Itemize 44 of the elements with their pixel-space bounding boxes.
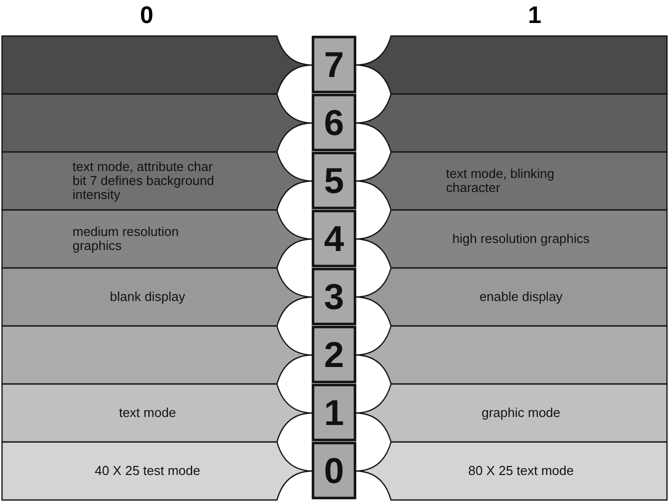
bit-box — [313, 269, 355, 324]
bit-number: 3 — [324, 278, 344, 314]
band-label: high resolution graphics — [452, 232, 590, 246]
band-label: medium resolution graphics — [72, 225, 180, 253]
register-band — [2, 268, 313, 326]
bit-box — [313, 37, 355, 92]
register-band — [2, 36, 313, 94]
register-band — [2, 384, 313, 442]
column-heading: 1 — [528, 2, 542, 30]
register-band — [355, 152, 667, 210]
bit-number: 6 — [324, 104, 344, 140]
bit-box — [313, 327, 355, 382]
bit-box — [313, 95, 355, 150]
register-band — [355, 36, 667, 94]
bit-box — [313, 211, 355, 266]
register-band — [355, 384, 667, 442]
column-heading: 0 — [140, 2, 154, 30]
register-band — [2, 94, 313, 152]
register-band — [355, 268, 667, 326]
band-label: text mode, blinking character — [446, 167, 556, 195]
register-band — [355, 326, 667, 384]
bit-box — [313, 443, 355, 498]
bit-number: 0 — [324, 452, 344, 488]
bit-box — [313, 385, 355, 440]
band-label: enable display — [479, 290, 563, 304]
register-band — [355, 442, 667, 500]
register-band — [2, 442, 313, 500]
band-label: blank display — [110, 290, 186, 304]
band-label: graphic mode — [482, 406, 560, 420]
bit-number: 1 — [324, 394, 344, 430]
register-band — [2, 152, 313, 210]
bit-number: 2 — [324, 336, 344, 372]
bit-number: 5 — [324, 162, 344, 198]
register-band — [355, 210, 667, 268]
bit-number: 4 — [324, 220, 344, 256]
band-label: text mode, attribute char bit 7 defines background intensity — [72, 160, 216, 202]
band-label: text mode — [118, 406, 176, 420]
bit-box — [313, 153, 355, 208]
bit-number: 7 — [324, 46, 344, 82]
band-label: 40 X 25 test mode — [94, 464, 200, 478]
band-label: 80 X 25 text mode — [468, 464, 574, 478]
register-band — [2, 210, 313, 268]
register-band — [355, 94, 667, 152]
register-band — [2, 326, 313, 384]
